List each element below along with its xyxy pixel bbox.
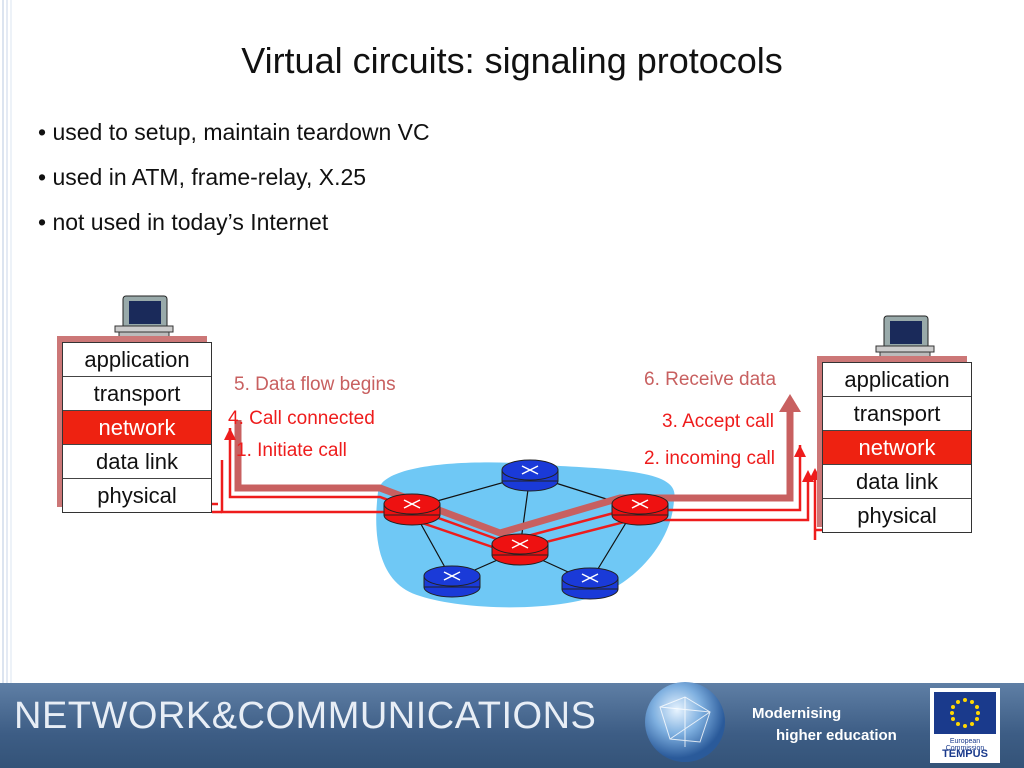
step-initiate-call: 1. Initiate call: [236, 440, 347, 461]
router-icon: [491, 533, 549, 566]
layer-application: application: [63, 343, 211, 377]
network-diagram: [114, 295, 935, 608]
eu-commission-text: European Commission: [945, 738, 985, 752]
layer-data-link: data link: [63, 445, 211, 479]
slide-title: Virtual circuits: signaling protocols: [241, 40, 783, 81]
router-icon: [383, 493, 441, 526]
layer-physical: physical: [857, 503, 937, 528]
tempus-logo: European Commission TEMPUS: [930, 688, 1000, 763]
layer-physical: physical: [97, 483, 177, 508]
footer-tagline-2: higher education: [776, 727, 897, 744]
left-protocol-stack: application transport network data link …: [62, 342, 212, 513]
step-data-flow-begins: 5. Data flow begins: [234, 374, 396, 395]
layer-transport: transport: [63, 377, 211, 411]
footer-banner: NETWORK&COMMUNICATIONS Modernising highe…: [0, 682, 1024, 768]
data-flow-arrow: [779, 394, 801, 412]
step-incoming-call: 2. incoming call: [644, 448, 775, 469]
router-icon: [501, 459, 559, 492]
router-icon: [423, 565, 481, 598]
computer-icon: [114, 295, 174, 339]
bullet-item: • not used in today’s Internet: [38, 209, 329, 235]
layer-application: application: [823, 363, 971, 397]
eu-flag-icon: [934, 692, 996, 734]
layer-network: network: [823, 431, 971, 465]
bullet-item: • used in ATM, frame-relay, X.25: [38, 164, 367, 190]
footer-tagline-1: Modernising: [752, 705, 842, 722]
tempus-text: TEMPUS: [942, 748, 988, 760]
step-receive-data: 6. Receive data: [644, 369, 777, 390]
layer-network: network: [63, 411, 211, 445]
footer-brand: NETWORK&COMMUNICATIONS: [14, 695, 597, 737]
data-flow-path: [234, 400, 794, 537]
bullet-list: • used to setup, maintain teardown VC • …: [38, 115, 430, 250]
router-marks: [403, 465, 649, 583]
step-call-connected: 4. Call connected: [228, 408, 375, 429]
router-icon: [561, 567, 619, 600]
step-accept-call: 3. Accept call: [662, 411, 774, 432]
bullet-item: • used to setup, maintain teardown VC: [38, 119, 430, 145]
layer-data-link: data link: [823, 465, 971, 499]
right-protocol-stack: application transport network data link …: [822, 362, 972, 533]
layer-transport: transport: [823, 397, 971, 431]
left-decoration: [2, 0, 12, 683]
computer-icon: [875, 315, 935, 359]
router-icon: [611, 493, 669, 526]
globe-icon: [645, 682, 725, 762]
